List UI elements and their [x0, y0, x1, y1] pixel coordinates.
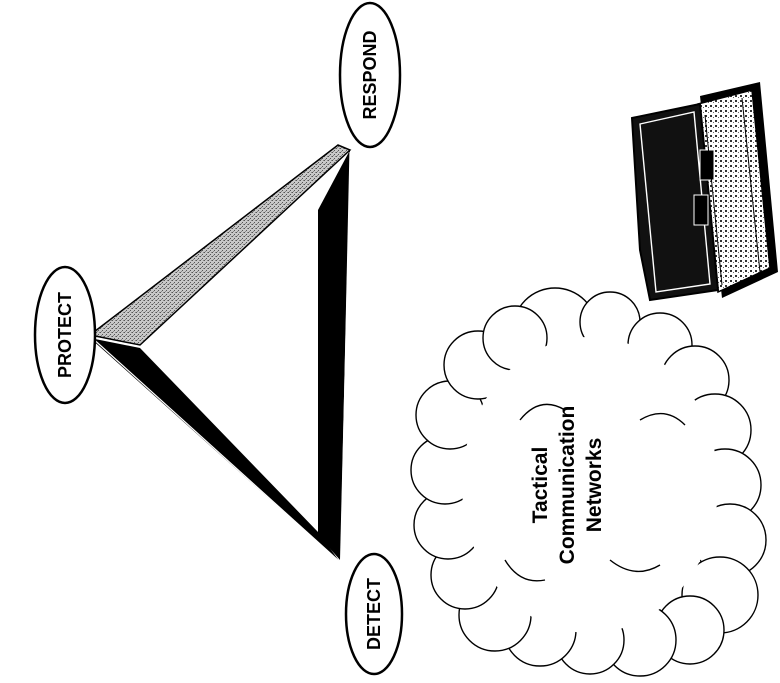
triangle-bevel-left	[89, 335, 341, 563]
node-respond-ellipse	[338, 1, 402, 149]
node-protect: PROTECT	[33, 265, 97, 405]
node-protect-label: PROTECT	[55, 292, 75, 378]
laptop-computer-icon	[630, 82, 778, 302]
protect-detect-respond-triangle	[88, 144, 352, 563]
cloud-label-line3: Networks	[583, 438, 606, 533]
node-respond: RESPOND	[338, 1, 402, 149]
triangle-bevel-right	[340, 151, 351, 561]
cloud-label-line1: Tactical	[529, 447, 552, 524]
node-detect-ellipse	[344, 552, 404, 676]
node-protect-ellipse	[33, 265, 97, 405]
network-cloud-icon	[410, 287, 767, 677]
node-detect: DETECT	[344, 552, 404, 676]
node-respond-label: RESPOND	[360, 30, 380, 119]
node-detect-label: DETECT	[364, 578, 384, 650]
cloud-label: Tactical Communication Networks	[529, 406, 606, 565]
cloud-label-line2: Communication	[556, 406, 579, 565]
triangle-edge-respond-detect	[318, 150, 350, 560]
triangle-edge-protect-respond	[88, 144, 352, 346]
